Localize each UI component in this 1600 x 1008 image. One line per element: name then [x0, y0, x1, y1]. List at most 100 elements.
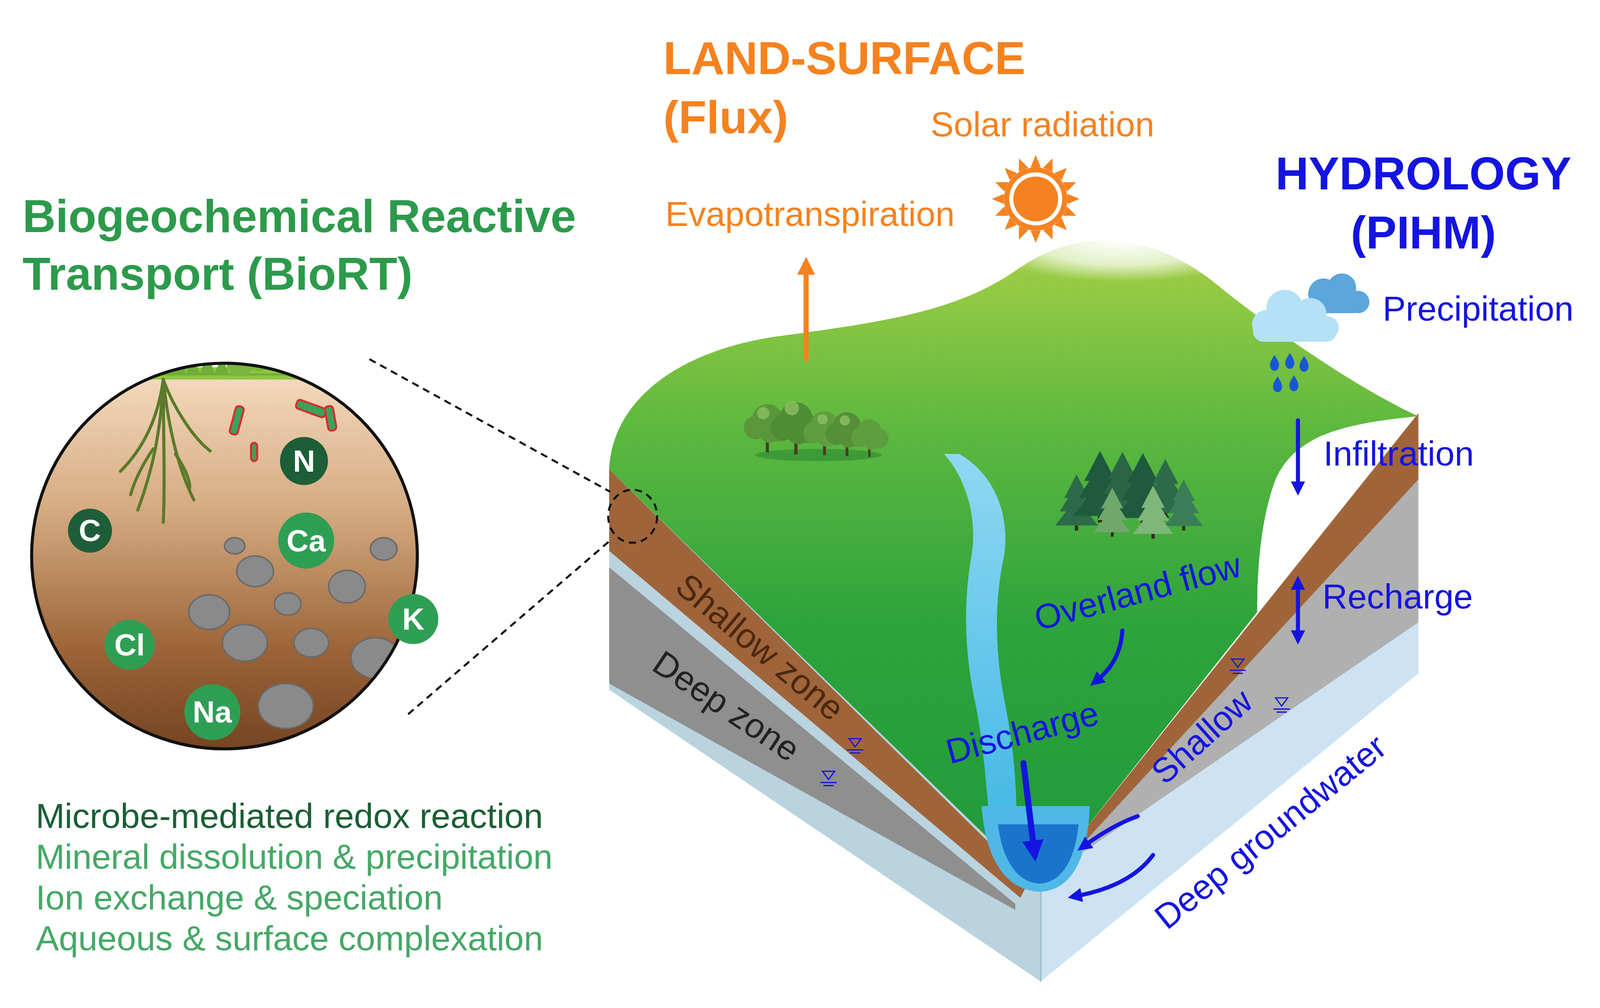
deciduous-trees — [757, 407, 770, 420]
soil-zoom — [324, 405, 337, 431]
section-heading: HYDROLOGY (PIHM) — [1239, 143, 1600, 263]
sun-icon — [1030, 230, 1042, 243]
deciduous-trees — [743, 400, 889, 461]
soil-zoom — [291, 341, 321, 371]
soil-zoom — [274, 592, 302, 616]
flux-arrows — [1023, 763, 1034, 847]
zoom-leader — [407, 538, 612, 715]
sun-icon — [1030, 155, 1042, 168]
soil-zoom — [30, 340, 421, 766]
water-table-symbol — [1273, 697, 1291, 712]
soil-zoom — [294, 399, 327, 419]
element-circle: Cl — [104, 619, 156, 671]
flux-arrows — [803, 269, 809, 359]
soil-zoom — [163, 379, 165, 523]
soil-zoom — [351, 637, 400, 679]
element-circle-fill — [278, 513, 334, 569]
flux-arrows — [1296, 420, 1301, 486]
soil-zoom — [188, 595, 230, 630]
soil-zoom — [120, 379, 164, 472]
deciduous-trees — [754, 448, 882, 461]
soil-zoom — [370, 537, 398, 561]
flux-label: Overland flow — [1030, 544, 1246, 639]
flux-arrows — [1097, 630, 1123, 680]
water-table-symbol — [820, 771, 838, 786]
landscape-block — [609, 200, 1419, 982]
soil-zoom — [163, 379, 194, 501]
reaction-label: Aqueous & surface complexation — [35, 918, 544, 959]
element-symbol: N — [293, 445, 316, 477]
deciduous-trees — [851, 419, 889, 457]
element-circle-fill — [104, 619, 155, 671]
soil-zoom — [328, 570, 366, 604]
element-symbol: K — [402, 603, 425, 635]
element-symbol: Ca — [286, 525, 326, 557]
element-symbol: C — [78, 515, 101, 546]
element-circle: K — [387, 593, 439, 645]
soil-zoom — [236, 556, 274, 587]
flux-label: Recharge — [1322, 576, 1473, 617]
zoom-leader — [608, 490, 657, 544]
soil-zoom — [163, 379, 211, 452]
soil-zoom — [175, 453, 190, 488]
soil-zoom — [188, 537, 400, 729]
flux-label: Infiltration — [1323, 434, 1474, 475]
soil-zoom — [250, 442, 257, 461]
reaction-label: Ion exchange & speciation — [35, 877, 443, 918]
element-circle: C — [67, 508, 113, 554]
soil-zoom — [224, 537, 246, 555]
front-edge — [1040, 887, 1042, 982]
reaction-label: Mineral dissolution & precipitation — [35, 837, 553, 877]
rain-cloud — [1285, 353, 1295, 370]
soil-zoom — [229, 405, 245, 436]
flux-arrows — [1077, 855, 1154, 897]
flux-arrows — [1085, 816, 1138, 846]
rain-cloud — [1252, 273, 1370, 393]
element-circle-fill — [67, 508, 113, 553]
conifer-trees — [1093, 487, 1131, 537]
flux-label: Precipitation — [1382, 289, 1574, 330]
water-table-symbol — [1229, 659, 1246, 674]
conifer-trees — [1164, 479, 1204, 531]
soil-zoom — [222, 624, 268, 662]
soil-zoom — [258, 683, 314, 729]
reaction-label: Microbe-mediated redox reaction — [35, 796, 544, 837]
flux-label: Solar radiation — [930, 104, 1155, 145]
sun-icon — [1013, 176, 1059, 222]
flux-label: Discharge — [941, 693, 1103, 772]
soil-zoom — [130, 448, 154, 495]
rain-cloud — [1252, 289, 1339, 342]
element-circle: N — [279, 436, 329, 486]
element-circle-fill — [388, 594, 439, 645]
element-symbol: Cl — [114, 629, 145, 661]
rain-cloud — [1269, 354, 1279, 371]
land-surface — [609, 240, 1419, 880]
element-circle-fill — [279, 437, 328, 485]
water-table-symbol — [846, 739, 864, 754]
flux-label: Evapotranspiration — [665, 194, 955, 234]
deciduous-trees — [839, 415, 851, 426]
deciduous-trees — [784, 400, 799, 416]
conifer-trees — [1055, 451, 1203, 539]
element-circle: Ca — [277, 512, 335, 570]
rain-cloud — [1273, 376, 1283, 393]
section-heading: Biogeochemical Reactive Transport (BioRT… — [22, 187, 656, 303]
element-circle: Na — [183, 683, 242, 741]
rain-cloud — [1289, 375, 1299, 392]
flux-label: Shallow — [1143, 681, 1261, 793]
soil-zoom — [30, 377, 421, 766]
sun-icon — [991, 193, 1004, 204]
conifer-trees — [1132, 485, 1174, 539]
deciduous-trees — [817, 414, 828, 425]
element-symbol: Na — [192, 696, 232, 728]
element-circle-fill — [184, 684, 241, 740]
river — [943, 453, 1017, 847]
soil-zoom — [294, 628, 329, 657]
soil-zoom — [120, 379, 211, 523]
sun-icon — [991, 155, 1080, 243]
rain-cloud — [1252, 321, 1337, 342]
flux-arrows — [806, 269, 1299, 896]
zoom-outline — [31, 363, 418, 750]
flux-arrows — [1296, 585, 1301, 635]
